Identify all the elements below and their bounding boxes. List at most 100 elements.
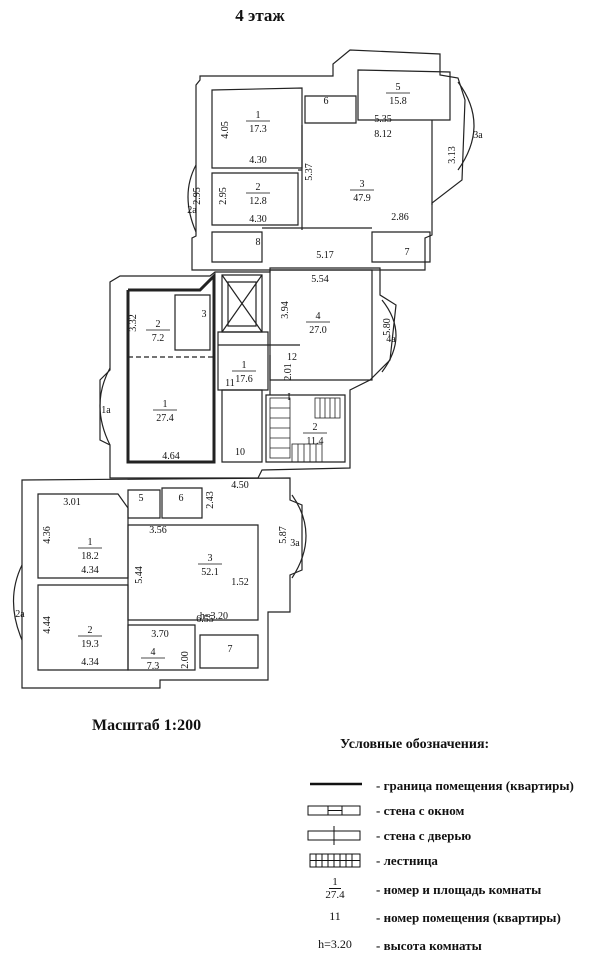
- dimension-label: 5.17: [316, 250, 334, 261]
- apartment-number-sample: 11: [329, 909, 341, 923]
- legend-item-apartment: 11 - номер помещения (квартиры): [300, 908, 599, 928]
- room-area: 7.2: [152, 333, 165, 344]
- room-number: 2: [256, 182, 261, 193]
- plan-label: 7: [405, 247, 410, 258]
- legend-item-door: - стена с дверью: [300, 826, 599, 846]
- dimension-label: 4.36: [42, 526, 53, 544]
- room-number: 1: [242, 360, 247, 371]
- dimension-label: 3.32: [128, 314, 139, 332]
- legend-text: - лестница: [376, 853, 438, 868]
- room-area: 17.6: [235, 374, 253, 385]
- room-number: 3: [360, 179, 365, 190]
- dimension-label: 4.05: [220, 121, 231, 139]
- stairs-hatch: [269, 397, 341, 463]
- legend-item-height: h=3.20 - высота комнаты: [300, 936, 599, 956]
- room-area: 12.8: [249, 196, 267, 207]
- legend-item-boundary: - граница помещения (квартиры): [300, 776, 599, 796]
- stairs-icon: [309, 853, 361, 868]
- plan-label: 6: [324, 96, 329, 107]
- dimension-label: 5.44: [134, 566, 145, 584]
- room-number: 2: [313, 422, 318, 433]
- plan-label: 3а: [473, 130, 483, 141]
- dimension-label: 4.34: [81, 565, 99, 576]
- thick-line-icon: [310, 782, 362, 786]
- dimension-label: 4.64: [162, 451, 180, 462]
- room-area: 15.8: [389, 96, 407, 107]
- room-area: 19.3: [81, 639, 99, 650]
- room-area: 47.9: [353, 193, 371, 204]
- plan-label: 1а: [101, 405, 111, 416]
- dimension-label: 2.01: [283, 363, 294, 381]
- room-area: 11.4: [306, 436, 323, 447]
- floor-plan: 117.3212.8515.8347.9427.027.2127.4117.62…: [13, 49, 483, 689]
- dimension-label: 3.70: [151, 629, 169, 640]
- dimension-label: 3.13: [447, 146, 458, 164]
- room-number: 5: [396, 82, 401, 93]
- legend-text: - стена с дверью: [376, 828, 472, 843]
- room-area: 17.3: [249, 124, 267, 135]
- plan-label: 12: [287, 352, 297, 363]
- legend-text: - номер и площадь комнаты: [376, 882, 542, 897]
- dimension-label: 2.86: [391, 212, 409, 223]
- dimension-label: 8.12: [374, 129, 392, 140]
- room-number: 4: [316, 311, 321, 322]
- dimension-label: 4.30: [249, 214, 267, 225]
- middle-block-walls: [99, 267, 397, 479]
- height-label: h=3.20: [200, 611, 228, 622]
- dimension-label: 4.34: [81, 657, 99, 668]
- dimension-label: 4.30: [249, 155, 267, 166]
- scale-label: Масштаб 1:200: [92, 717, 202, 734]
- dimension-label: 3.01: [63, 497, 81, 508]
- dimension-label: 2.00: [180, 651, 191, 669]
- plan-label: 3: [202, 309, 207, 320]
- dimension-label: 5.35: [374, 114, 392, 125]
- fraction-numerator: 1: [329, 876, 341, 889]
- floor-title: 4 этаж: [235, 6, 285, 25]
- legend-text: - высота комнаты: [376, 938, 482, 953]
- plan-label: 2а: [187, 205, 197, 216]
- window-wall-icon: [307, 805, 361, 816]
- legend-text: - номер помещения (квартиры): [376, 910, 561, 925]
- plan-label: 8: [256, 237, 261, 248]
- room-number: 3: [208, 553, 213, 564]
- dimension-label: 4.50: [231, 480, 249, 491]
- plan-label: 6: [179, 493, 184, 504]
- plan-label: 5: [139, 493, 144, 504]
- dimension-label: 1.52: [231, 577, 249, 588]
- room-number: 4: [151, 647, 156, 658]
- legend-title: Условные обозначения:: [340, 737, 490, 752]
- room-number: 2: [156, 319, 161, 330]
- legend-item-window: - стена с окном: [300, 801, 599, 821]
- room-number: 1: [88, 537, 93, 548]
- room-area: 18.2: [81, 551, 99, 562]
- plan-label: 7: [228, 644, 233, 655]
- legend-text: - стена с окном: [376, 803, 465, 818]
- dimension-label: 3.94: [280, 301, 291, 319]
- room-number: 1: [256, 110, 261, 121]
- room-number: 1: [163, 399, 168, 410]
- height-sample: h=3.20: [318, 937, 352, 951]
- room-area: 52.1: [201, 567, 219, 578]
- dimension-label: 5.80: [382, 318, 393, 336]
- plan-label: 4а: [386, 334, 396, 345]
- dimension-label: 3.56: [149, 525, 167, 536]
- room-area: 27.4: [156, 413, 174, 424]
- plan-label: I: [287, 392, 290, 403]
- room-area: 7.3: [147, 661, 160, 672]
- plan-label: 3а: [290, 538, 300, 549]
- plan-label: 11: [225, 378, 235, 389]
- dimension-label: 5.54: [311, 274, 329, 285]
- door-wall-icon: [307, 826, 361, 845]
- room-number: 2: [88, 625, 93, 636]
- fraction-denominator: 27.4: [325, 889, 345, 901]
- bottom-block-walls: [13, 477, 307, 689]
- dimension-label: 6.55: [196, 614, 214, 625]
- room-area: 27.0: [309, 325, 327, 336]
- top-block-walls: [187, 49, 475, 271]
- dimension-label: 4.44: [42, 616, 53, 634]
- dimension-label: 2.43: [205, 491, 216, 509]
- dimension-label: 5.37: [304, 163, 315, 181]
- dimension-label: 2.95: [218, 187, 229, 205]
- legend-text: - граница помещения (квартиры): [376, 778, 574, 793]
